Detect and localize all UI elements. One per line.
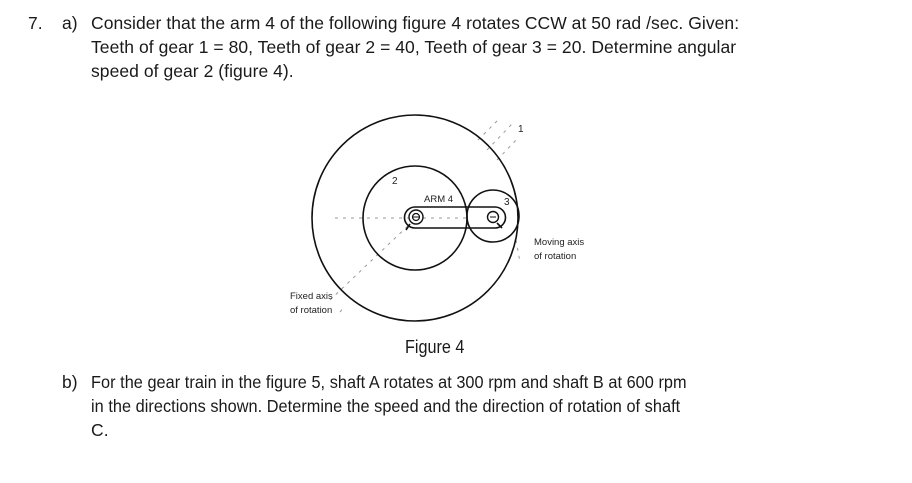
part-a-line-2: Teeth of gear 1 = 80, Teeth of gear 2 = … (91, 37, 737, 57)
centerlines (329, 117, 521, 313)
gear-1-label: 1 (518, 124, 524, 135)
question-number: 7. (28, 13, 43, 33)
part-a-line-1: Consider that the arm 4 of the following… (91, 13, 740, 33)
part-a-label: a) (62, 13, 78, 33)
moving-axis-label-line-2: of rotation (534, 251, 576, 262)
part-a-line-3: speed of gear 2 (figure 4). (91, 61, 294, 81)
part-b-line-1: For the gear train in the figure 5, shaf… (91, 372, 687, 392)
fixed-axis-label-line-1: Fixed axis (290, 291, 333, 302)
part-b-line-3: C. (91, 420, 109, 440)
gear-3-planet (466, 189, 520, 243)
fixed-pivot (405, 209, 424, 231)
gear-1-ring (311, 114, 519, 322)
figure-caption: Figure 4 (405, 337, 465, 357)
moving-pivot (486, 210, 503, 229)
gear-3-label: 3 (504, 197, 510, 208)
arm-4-label: ARM 4 (424, 194, 453, 205)
gear-2-label: 2 (392, 176, 398, 187)
fixed-axis-label-line-2: of rotation (290, 305, 332, 316)
arm-4 (403, 206, 507, 229)
moving-axis-label-line-1: Moving axis (534, 237, 584, 248)
part-b-label: b) (62, 372, 78, 392)
part-b-line-2: in the directions shown. Determine the s… (91, 396, 681, 416)
